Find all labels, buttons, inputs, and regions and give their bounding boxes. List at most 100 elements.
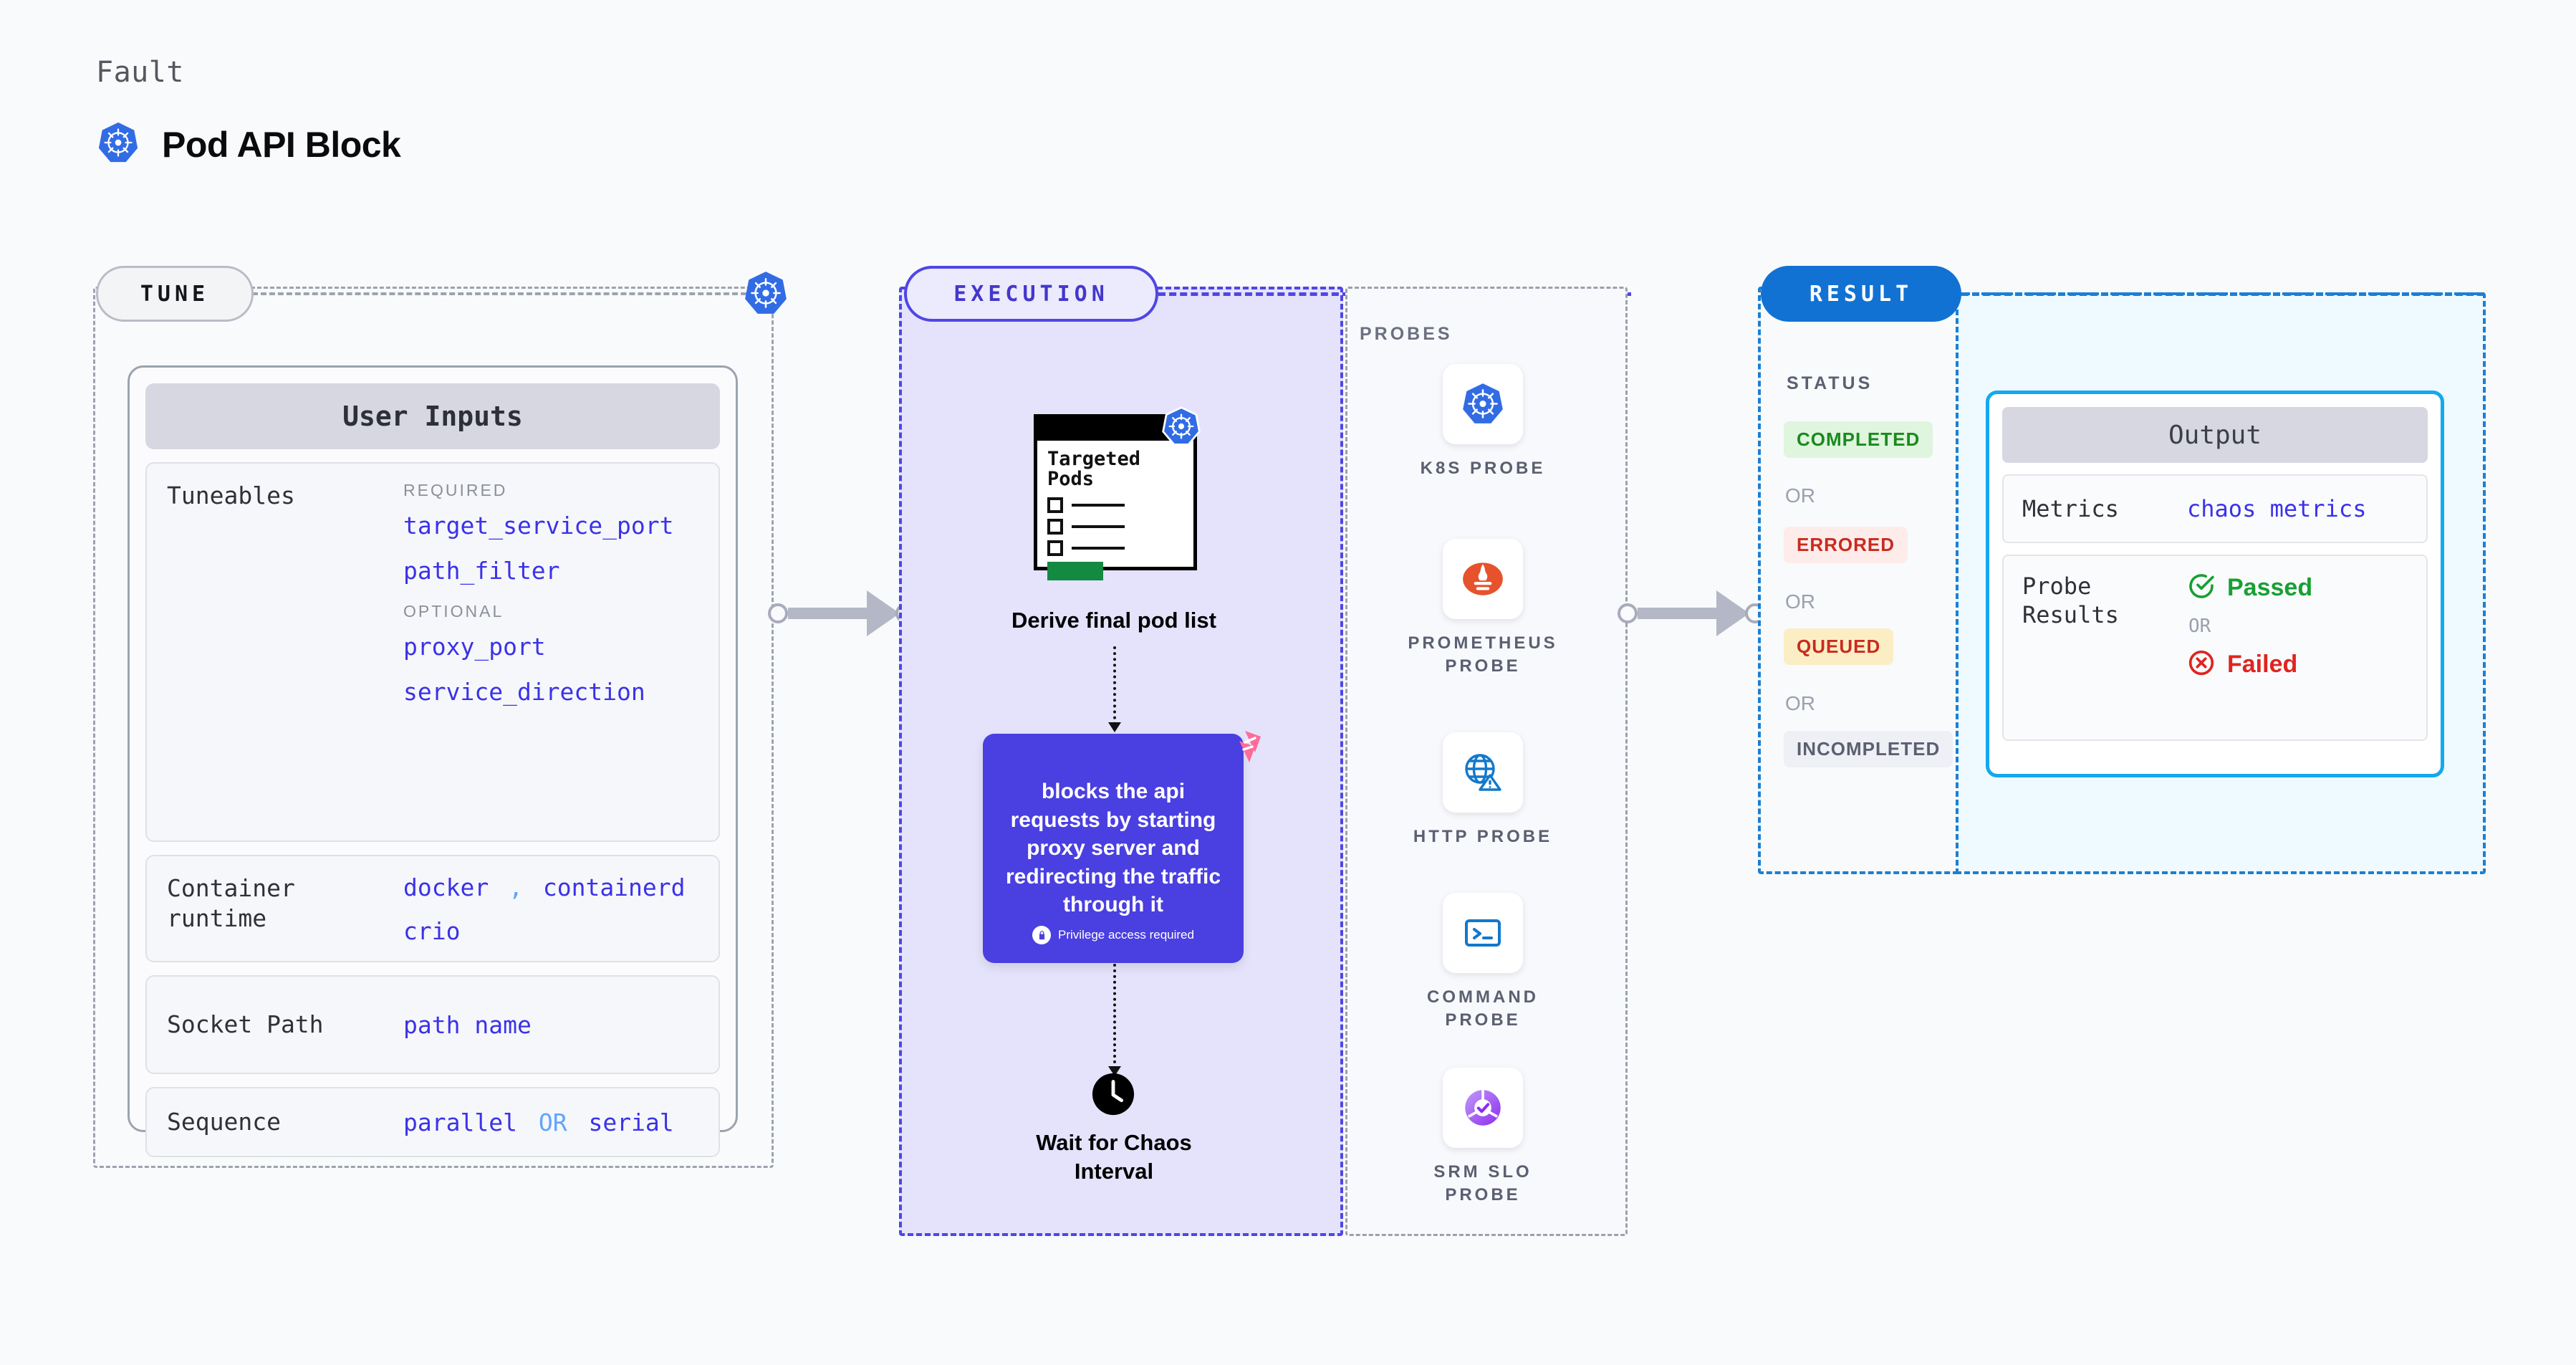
status-badge-completed: COMPLETED	[1784, 421, 1933, 458]
socket-path-label: Socket Path	[167, 1010, 324, 1038]
user-inputs-card: User Inputs Tuneables REQUIRED target_se…	[128, 365, 738, 1157]
runtime-docker[interactable]: docker	[403, 873, 489, 901]
pods-line	[1072, 503, 1125, 507]
probe-label: COMMAND PROBE	[1427, 987, 1539, 1030]
socket-path-value[interactable]: path name	[403, 1010, 532, 1039]
kubernetes-icon	[1443, 364, 1523, 444]
checkbox-icon	[1047, 518, 1063, 535]
sequence-label: Sequence	[167, 1107, 281, 1136]
flow-arrow-down	[1108, 964, 1121, 1076]
x-circle-icon	[2187, 648, 2216, 681]
connector-shaft	[1638, 608, 1718, 619]
pods-list-item	[1047, 518, 1183, 535]
probe-prometheus[interactable]: PROMETHEUS PROBE	[1397, 539, 1569, 679]
probe-results-label: Probe Results	[2022, 573, 2119, 628]
probe-label: HTTP PROBE	[1413, 827, 1553, 846]
probes-section-label: PROBES	[1360, 324, 1453, 344]
pods-list	[1037, 490, 1193, 556]
pods-line	[1072, 525, 1125, 528]
container-runtime-values: docker , containerd crio	[403, 873, 686, 945]
output-probe-results-row: Probe Results Passed OR	[2002, 555, 2428, 741]
status-or-3: OR	[1785, 692, 1815, 714]
output-card: Output Metrics chaos metrics Probe Resul…	[1986, 391, 2444, 777]
sequence-values: parallel OR serial	[403, 1108, 674, 1136]
action-card-text: blocks the api requests by starting prox…	[1005, 780, 1221, 917]
probe-command[interactable]: COMMAND PROBE	[1397, 893, 1569, 1033]
output-metrics-row: Metrics chaos metrics	[2002, 474, 2428, 543]
check-circle-icon	[2187, 572, 2216, 604]
metrics-label: Metrics	[2022, 495, 2119, 522]
status-or-1: OR	[1785, 484, 1815, 507]
probe-result-passed: Passed	[2187, 572, 2312, 604]
probe-label: SRM SLO PROBE	[1433, 1162, 1532, 1205]
required-tag: REQUIRED	[403, 481, 508, 499]
harness-logo-icon	[1224, 728, 1264, 768]
probe-result-failed: Failed	[2187, 648, 2312, 681]
checkbox-icon	[1047, 540, 1063, 556]
runtime-crio[interactable]: crio	[403, 917, 461, 945]
runtime-containerd[interactable]: containerd	[542, 873, 686, 901]
result-connector-line	[1961, 292, 2484, 296]
connector-tune-to-execution	[768, 590, 915, 636]
result-status-boundary	[1758, 287, 1959, 874]
metrics-value[interactable]: chaos metrics	[2187, 495, 2367, 522]
probe-k8s[interactable]: K8S PROBE	[1397, 364, 1569, 480]
probe-label: K8S PROBE	[1420, 459, 1546, 478]
tune-stage-pill[interactable]: TUNE	[96, 266, 254, 322]
passed-label: Passed	[2227, 574, 2313, 601]
connector-execution-to-result	[1618, 590, 1765, 636]
derive-pod-list-caption: Derive final pod list	[1011, 608, 1216, 633]
connector-shaft	[788, 608, 868, 619]
tuneable-service-direction[interactable]: service_direction	[403, 678, 645, 706]
sequence-parallel[interactable]: parallel	[403, 1108, 517, 1136]
tuneables-values: REQUIRED target_service_port path_filter…	[403, 481, 674, 823]
pods-list-item	[1047, 497, 1183, 513]
status-or-2: OR	[1785, 590, 1815, 613]
optional-tag: OPTIONAL	[403, 602, 504, 621]
privilege-note: Privilege access required	[1032, 926, 1194, 944]
lock-icon	[1032, 926, 1052, 944]
connector-arrowhead	[867, 590, 900, 636]
fault-title-row: Pod API Block	[96, 120, 401, 168]
fault-kicker: Fault	[96, 56, 184, 89]
probe-result-or: OR	[2188, 616, 2211, 637]
output-title: Output	[2002, 407, 2428, 463]
action-card: blocks the api requests by starting prox…	[983, 734, 1244, 963]
privilege-note-text: Privilege access required	[1058, 928, 1194, 942]
connector-arrowhead	[1716, 590, 1749, 636]
probe-http[interactable]: HTTP PROBE	[1397, 732, 1569, 848]
runtime-separator: ,	[509, 873, 523, 901]
kubernetes-icon	[742, 269, 789, 317]
pods-list-item	[1047, 540, 1183, 556]
sequence-or: OR	[538, 1108, 567, 1136]
tune-section-boundary	[93, 287, 774, 1168]
status-badge-errored: ERRORED	[1784, 527, 1908, 563]
failed-label: Failed	[2227, 651, 2298, 678]
wait-for-chaos-caption: Wait for Chaos Interval	[1036, 1130, 1192, 1184]
pods-line	[1072, 546, 1125, 550]
flow-arrow-down	[1108, 646, 1121, 732]
tuneable-path-filter[interactable]: path_filter	[403, 557, 560, 585]
tuneable-target-service-port[interactable]: target_service_port	[403, 512, 674, 540]
execution-stage-pill[interactable]: EXECUTION	[904, 266, 1158, 322]
probe-label: PROMETHEUS PROBE	[1408, 633, 1558, 676]
probe-srm-slo[interactable]: SRM SLO PROBE	[1397, 1068, 1569, 1207]
sequence-row: Sequence parallel OR serial	[145, 1087, 720, 1157]
kubernetes-icon	[1160, 406, 1202, 447]
connector-knob-left	[1618, 603, 1638, 623]
prometheus-icon	[1443, 539, 1523, 619]
user-inputs-title: User Inputs	[145, 383, 720, 449]
result-stage-pill[interactable]: RESULT	[1761, 266, 1961, 322]
pods-title-line2: Pods	[1047, 468, 1095, 491]
tuneable-proxy-port[interactable]: proxy_port	[403, 633, 546, 661]
socket-path-row: Socket Path path name	[145, 975, 720, 1074]
tuneables-label: Tuneables	[167, 482, 295, 509]
status-badge-queued: QUEUED	[1784, 628, 1894, 665]
probe-results-values: Passed OR Failed	[2187, 572, 2312, 681]
tuneables-row: Tuneables REQUIRED target_service_port p…	[145, 462, 720, 842]
sequence-serial[interactable]: serial	[588, 1108, 674, 1136]
clock-icon	[1091, 1072, 1135, 1116]
page-title: Pod API Block	[162, 124, 401, 165]
terminal-icon	[1443, 893, 1523, 973]
